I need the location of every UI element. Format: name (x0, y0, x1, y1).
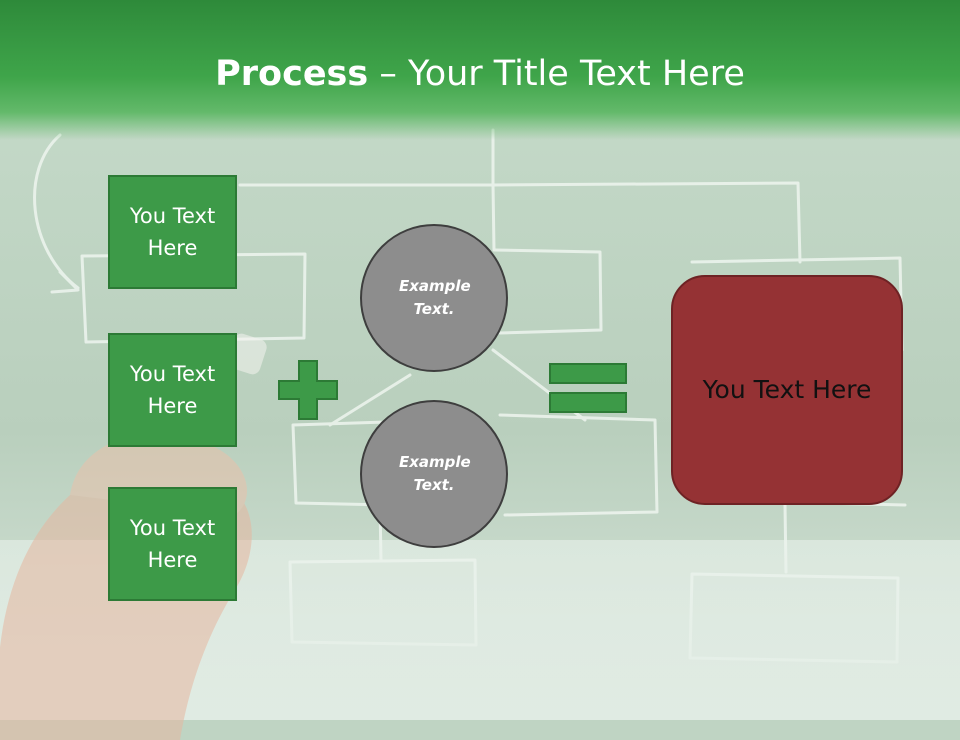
result-box[interactable]: You Text Here (671, 275, 903, 505)
result-box-label: You Text Here (702, 375, 872, 404)
header-band (0, 0, 960, 140)
example-circle-1[interactable]: Example Text. (360, 224, 508, 372)
equals-top-bar (549, 363, 627, 384)
example-circle-1-label: Example Text. (399, 277, 471, 318)
left-text-box-2-label: You Text Here (129, 362, 216, 418)
slide-title: Process – Your Title Text Here (0, 52, 960, 96)
left-text-box-1-label: You Text Here (129, 204, 216, 260)
left-text-box-2[interactable]: You Text Here (108, 333, 237, 447)
plus-icon (278, 360, 338, 420)
left-text-box-3-label: You Text Here (129, 516, 216, 572)
example-circle-2[interactable]: Example Text. (360, 400, 508, 548)
left-text-box-3[interactable]: You Text Here (108, 487, 237, 601)
title-bold: Process (215, 54, 369, 94)
equals-bottom-bar (549, 392, 627, 413)
title-rest: – Your Title Text Here (368, 54, 745, 94)
example-circle-2-label: Example Text. (399, 453, 471, 494)
left-text-box-1[interactable]: You Text Here (108, 175, 237, 289)
